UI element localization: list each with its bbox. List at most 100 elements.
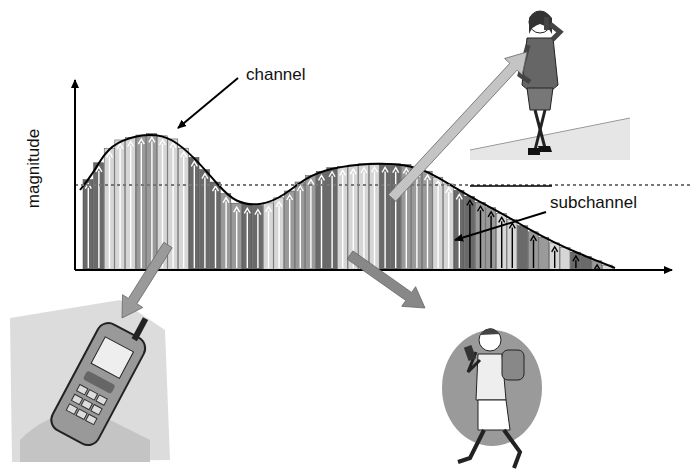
woman-hair [529, 11, 552, 34]
power-arrow [276, 202, 282, 268]
power-arrow [255, 210, 261, 268]
subchannel-bar [518, 226, 528, 270]
power-arrow [573, 256, 579, 268]
subchannel-bar [221, 194, 231, 270]
woman-arm [550, 24, 560, 40]
power-arrow [393, 168, 399, 268]
power-arrow [85, 184, 91, 268]
subchannel-bar [295, 182, 305, 270]
subchannel-bar [528, 232, 538, 270]
subchannel-bar [327, 168, 337, 270]
subchannel-bar [178, 148, 188, 270]
power-arrow [96, 167, 102, 268]
power-arrow [361, 168, 367, 268]
subchannel-bar [486, 208, 496, 270]
phone-icon [10, 300, 170, 462]
woman-head [529, 11, 551, 33]
subchannel-bar [115, 140, 125, 270]
power-arrow [149, 137, 155, 268]
power-arrow [414, 172, 420, 268]
power-arrow [244, 208, 250, 268]
phone-key [66, 404, 77, 414]
subchannel-bar [549, 243, 559, 270]
runner-background [442, 330, 542, 446]
subchannel-bar [433, 177, 443, 270]
power-arrow [128, 142, 134, 268]
power-arrow [319, 175, 325, 268]
power-arrow [266, 207, 272, 268]
phone-key [86, 414, 97, 424]
phone-button [83, 370, 116, 394]
power-arrow [509, 223, 515, 268]
subchannel-bar [125, 138, 135, 270]
power-arrow [456, 194, 462, 268]
power-arrow [329, 172, 335, 268]
subchannel-bar [263, 203, 273, 270]
phone-key [96, 395, 107, 405]
phone-background [10, 300, 170, 462]
platform-edge [470, 118, 630, 150]
runner-head [479, 329, 501, 351]
power-arrow [552, 247, 558, 268]
subchannel-bar [422, 171, 432, 270]
platform [470, 118, 630, 160]
subchannel-bar [94, 163, 104, 270]
subchannel-bar [539, 237, 549, 270]
power-arrow [181, 152, 187, 268]
subchannel-bar [136, 135, 146, 270]
phone-antenna [132, 317, 149, 341]
power-arrow [372, 167, 378, 268]
power-arrow [234, 207, 240, 268]
subchannel-bar [253, 206, 263, 270]
power-arrow [382, 167, 388, 268]
subchannel-bar [359, 164, 369, 270]
phone-key [81, 399, 92, 409]
power-arrow [191, 161, 197, 268]
subchannel-bar [306, 176, 316, 270]
phone-screen [91, 337, 133, 379]
subchannel-bar [147, 133, 157, 270]
subchannel-bar [390, 164, 400, 270]
callout-label: subchannel [550, 194, 637, 211]
subchannel-bar [316, 171, 326, 270]
subchannel-bar [210, 182, 220, 270]
leader-line [455, 212, 546, 240]
power-arrow [435, 181, 441, 268]
phone-key [77, 384, 88, 394]
subchannel-bar [104, 148, 114, 270]
runner-leg [504, 430, 520, 468]
subchannel-bar [284, 191, 294, 270]
allocation-arrow [122, 242, 172, 318]
runner-leg [458, 430, 484, 462]
y-axis [74, 80, 76, 270]
power-arrow [297, 186, 303, 268]
subchannel-bar [454, 190, 464, 270]
subchannel-bar [443, 184, 453, 270]
threshold-line [75, 184, 690, 186]
power-arrow [488, 212, 494, 268]
power-arrow [478, 206, 484, 268]
woman-leg [535, 110, 545, 150]
leader-line [178, 78, 238, 128]
power-arrow [446, 188, 452, 268]
power-arrow [138, 139, 144, 268]
subchannel-bar [475, 202, 485, 270]
power-arrow [308, 180, 314, 268]
chart-overlay [75, 52, 690, 318]
power-arrow [223, 198, 229, 268]
subchannel-bar [274, 198, 284, 270]
power-arrow [213, 186, 219, 268]
power-arrow [287, 195, 293, 268]
power-arrow [117, 144, 123, 268]
allocation-arrow [388, 52, 527, 201]
leader-line [470, 185, 552, 187]
subchannel-bar [465, 196, 475, 270]
subchannel-bar [242, 204, 252, 270]
runner-icon [442, 328, 542, 468]
subchannel-bar [369, 163, 379, 270]
subchannel-bar [83, 180, 93, 270]
woman-shoe [538, 146, 552, 152]
woman-skirt [527, 88, 553, 110]
